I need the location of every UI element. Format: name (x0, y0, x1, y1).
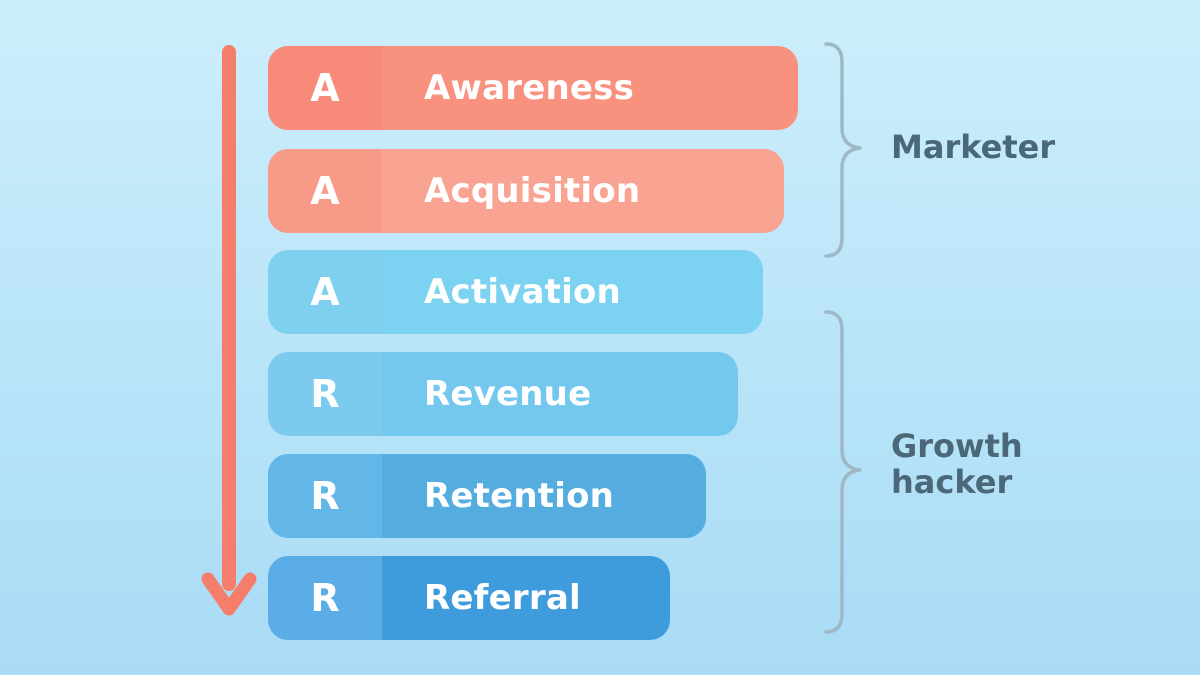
growth-hacker-brace (824, 310, 862, 634)
stage-acquisition: A Acquisition (268, 149, 784, 233)
flow-down-arrow (201, 45, 257, 616)
growth-hacker-label: Growth hacker (891, 428, 1023, 500)
stage-activation: A Activation (268, 250, 763, 334)
stage-letter: R (268, 454, 382, 538)
stage-label: Acquisition (382, 149, 784, 233)
stage-letter: R (268, 556, 382, 640)
growth-hacker-label-line1: Growth (891, 427, 1023, 465)
stage-label: Retention (382, 454, 706, 538)
stage-revenue: R Revenue (268, 352, 738, 436)
stage-label: Awareness (382, 46, 798, 130)
stage-letter: A (268, 46, 382, 130)
stage-referral: R Referral (268, 556, 670, 640)
stage-letter: R (268, 352, 382, 436)
marketer-brace (824, 42, 862, 258)
marketer-label: Marketer (891, 128, 1056, 166)
stage-label: Revenue (382, 352, 738, 436)
stage-letter: A (268, 149, 382, 233)
stage-label: Activation (382, 250, 763, 334)
stage-retention: R Retention (268, 454, 706, 538)
stage-letter: A (268, 250, 382, 334)
growth-hacker-label-line2: hacker (891, 463, 1013, 501)
stage-awareness: A Awareness (268, 46, 798, 130)
stage-label: Referral (382, 556, 670, 640)
